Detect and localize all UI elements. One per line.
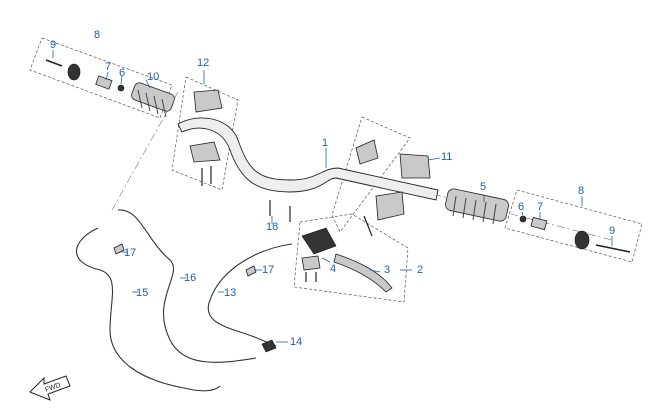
callout-4: 4	[330, 263, 336, 275]
right-switch-upper	[399, 153, 431, 179]
throttle-cable	[75, 227, 221, 392]
forward-arrow: FWD	[29, 375, 71, 401]
group-box-switch-left	[171, 76, 239, 191]
master-cylinder	[301, 227, 337, 255]
bar-end-collar-left	[95, 75, 113, 90]
group-box-right-grip-end	[504, 189, 643, 263]
callout-10: 10	[147, 71, 159, 83]
callout-5: 5	[480, 181, 486, 193]
hose-fitting-14	[261, 339, 277, 353]
group-box-switch-right	[331, 116, 411, 233]
callout-9-left: 9	[50, 39, 56, 51]
callout-14: 14	[290, 336, 302, 348]
callout-9-right: 9	[609, 225, 615, 237]
callout-16: 16	[184, 272, 196, 284]
leader-lines	[52, 50, 613, 343]
left-grip	[131, 82, 175, 112]
callout-7-right: 7	[537, 201, 543, 213]
clamp-upper	[355, 139, 379, 165]
callout-1: 1	[322, 137, 328, 149]
right-switch-lower	[375, 191, 405, 221]
washer-left	[117, 84, 125, 92]
callout-8-right: 8	[578, 185, 584, 197]
bar-end-screw-right	[595, 244, 631, 253]
callout-15: 15	[136, 287, 148, 299]
callout-2: 2	[417, 264, 423, 276]
assembly-axis-line	[111, 91, 613, 241]
callout-13: 13	[224, 287, 236, 299]
brake-lever	[333, 253, 393, 293]
clutch-cable	[117, 209, 257, 363]
brake-hose	[207, 243, 293, 347]
callout-7-left: 7	[105, 61, 111, 73]
master-cylinder-clamp	[301, 255, 321, 271]
callout-12: 12	[197, 57, 209, 69]
callout-3: 3	[384, 264, 390, 276]
right-grip	[445, 188, 509, 222]
left-switch-lower	[189, 141, 221, 163]
callout-6-right: 6	[518, 201, 524, 213]
callout-11: 11	[441, 151, 452, 163]
cable-clip-17b	[245, 265, 257, 277]
group-box-left-grip-end	[29, 37, 173, 119]
group-box-brake-lever	[293, 213, 409, 303]
cable-clip-17a	[113, 243, 125, 255]
bar-end-weight-left	[67, 63, 81, 81]
washer-right	[519, 215, 527, 223]
callout-18: 18	[266, 221, 278, 233]
callout-6-left: 6	[119, 67, 125, 79]
left-switch-upper	[193, 89, 223, 113]
bar-end-weight-right	[574, 230, 590, 250]
bar-end-screw-left	[45, 59, 63, 67]
bar-end-collar-right	[530, 216, 548, 231]
handlebar	[177, 117, 439, 201]
callout-8-left: 8	[94, 29, 100, 41]
arrow-icon	[29, 375, 71, 401]
callout-17-right: 17	[262, 264, 274, 276]
callout-17-left: 17	[124, 247, 136, 259]
